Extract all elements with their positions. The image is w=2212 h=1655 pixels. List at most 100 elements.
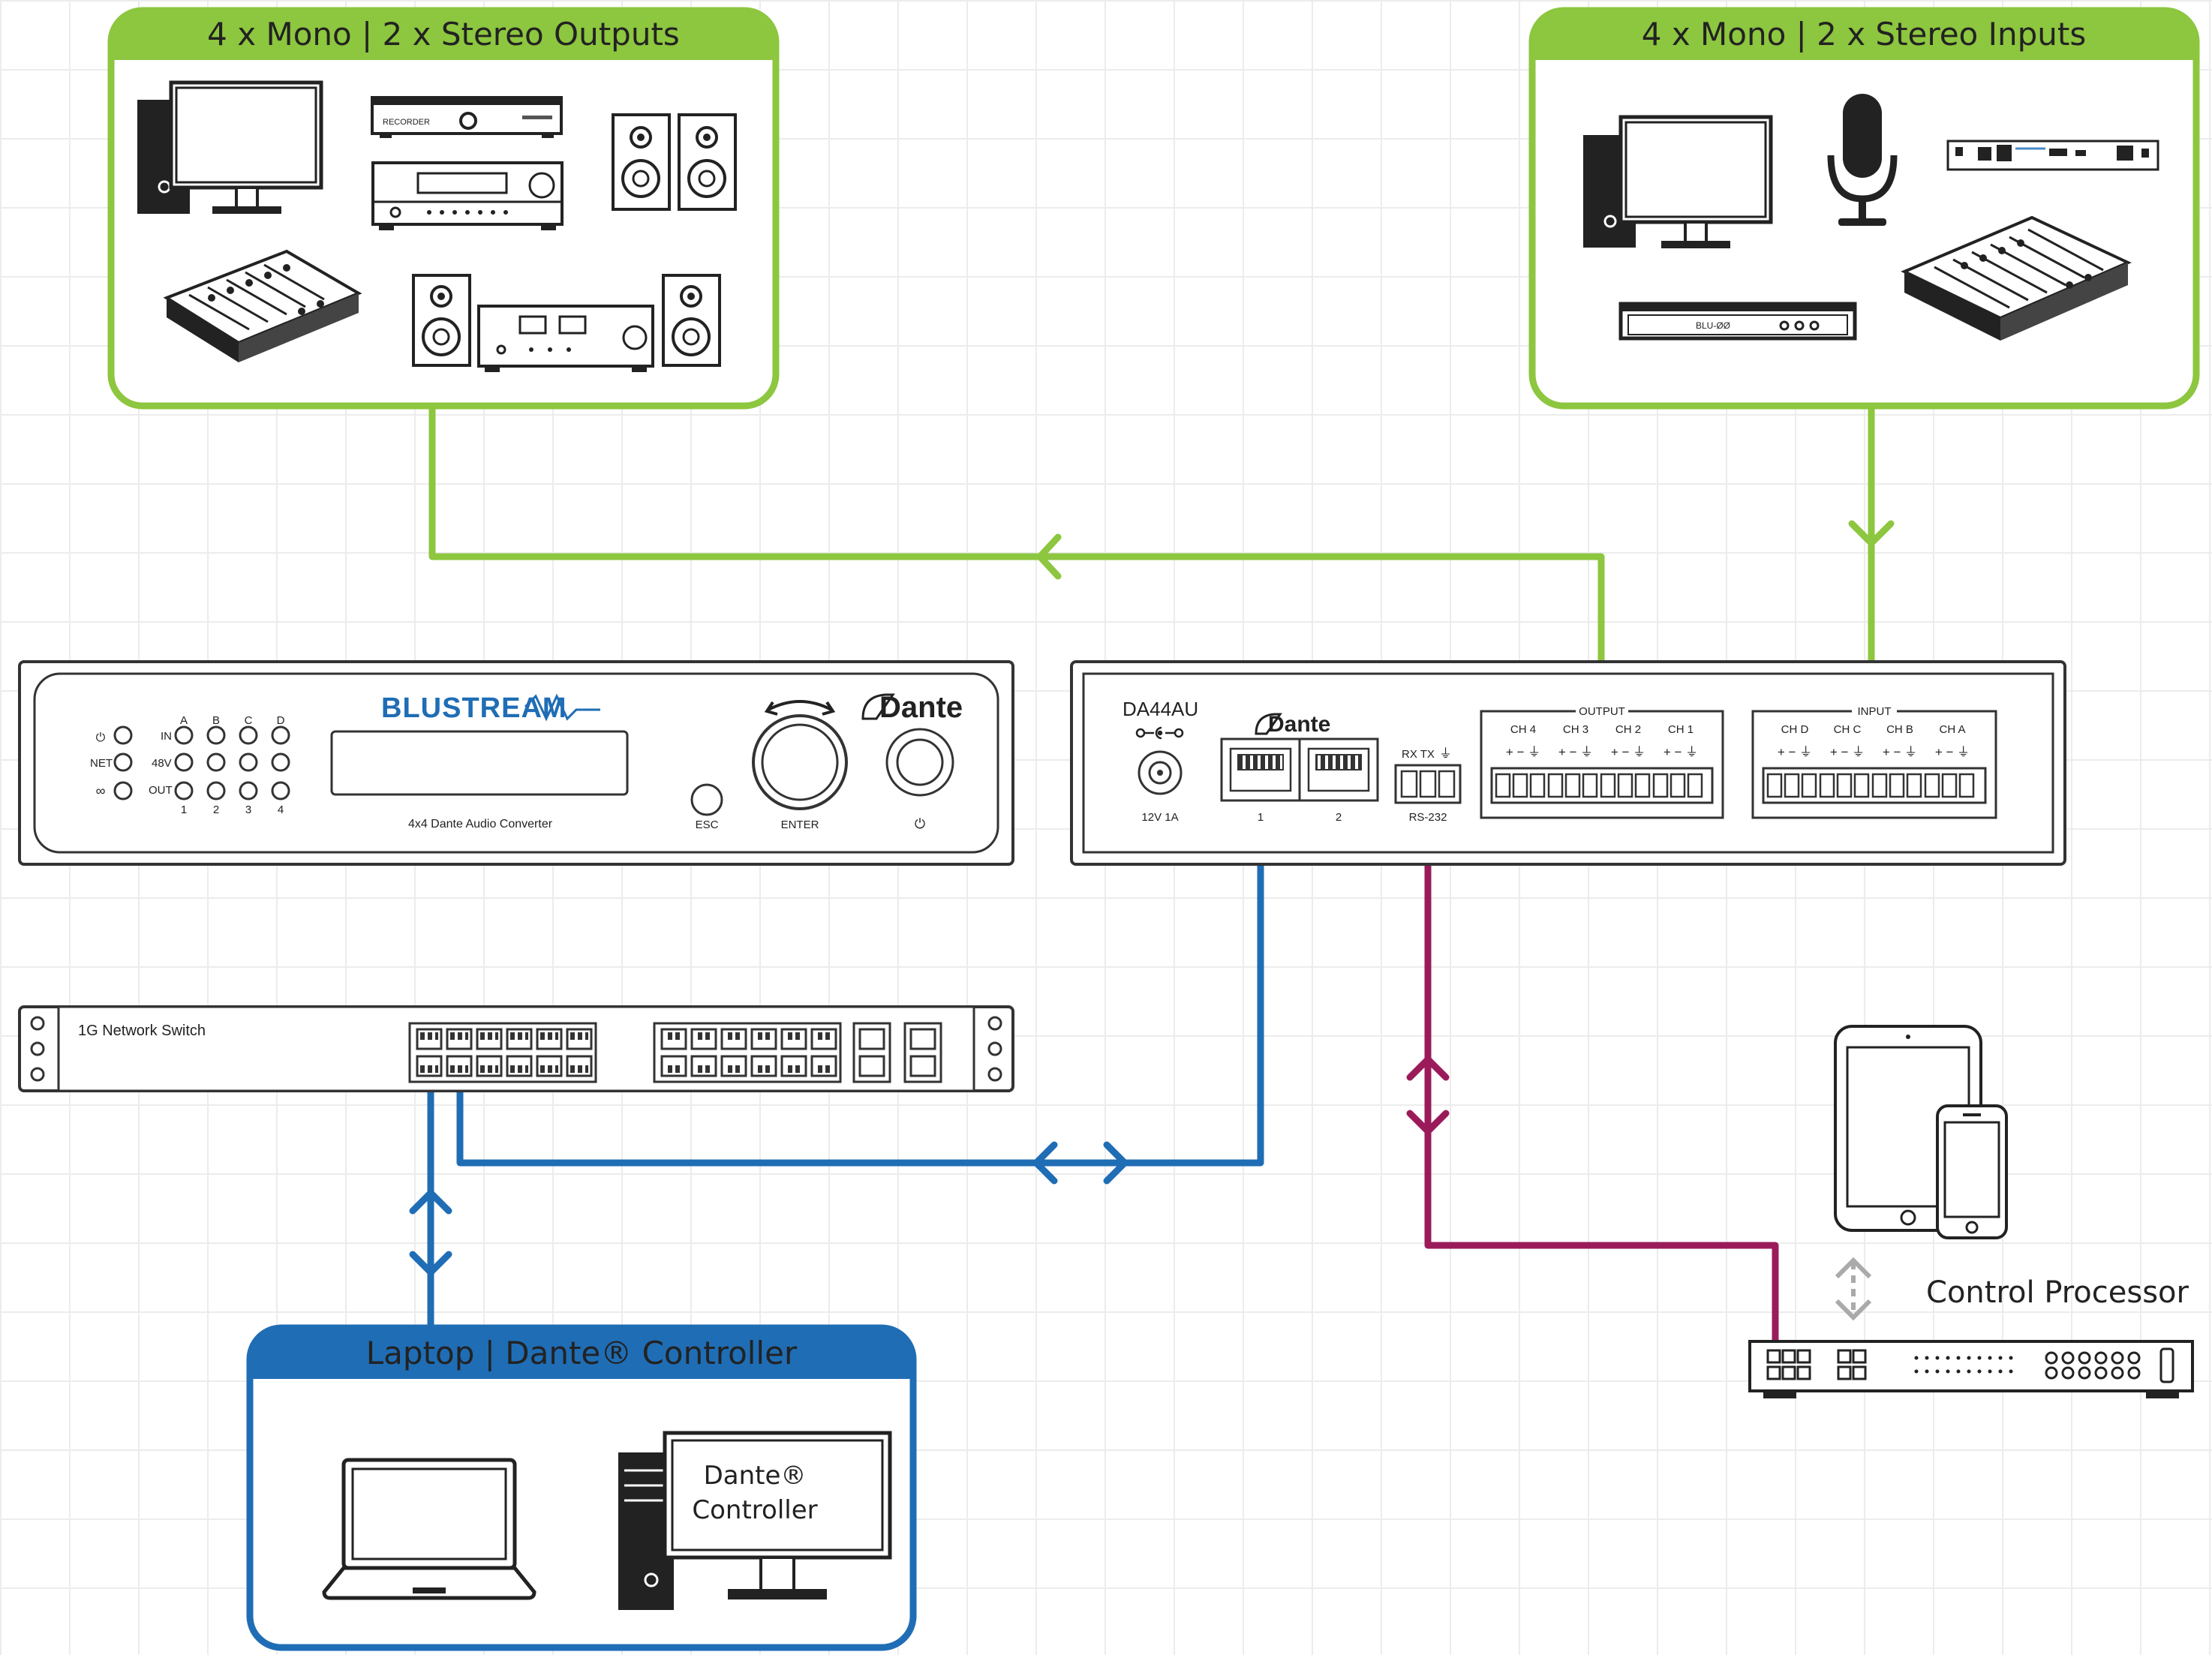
control-leds: [1914, 1356, 2013, 1374]
power-icon: ⏻: [915, 816, 925, 831]
number-4-label: 4: [278, 803, 284, 816]
svg-text:+ − ⏚: + − ⏚: [1506, 745, 1540, 759]
switch-uplink-ports[interactable]: [852, 1022, 942, 1083]
av-receiver-icon: [371, 161, 564, 230]
svg-text:+ − ⏚: + − ⏚: [1558, 745, 1593, 759]
net-label: NET: [90, 757, 113, 770]
enter-knob[interactable]: [752, 714, 848, 810]
speaker-left-icon: [412, 274, 471, 367]
pc-monitor-icon: [1583, 115, 1773, 248]
in-label: IN: [161, 730, 172, 743]
front-display: [330, 730, 629, 796]
number-1-label: 1: [181, 803, 187, 816]
input-chd-label: CH D: [1781, 723, 1809, 736]
control-processor-device: [1748, 1340, 2194, 1398]
output-ch2-label: CH 2: [1615, 723, 1641, 736]
output-ch4-label: CH 4: [1510, 723, 1536, 736]
switch-ports-group-2[interactable]: [653, 1022, 842, 1083]
laptop-group-title: Laptop | Dante® Controller: [366, 1335, 798, 1371]
recorder-icon: RECORDER: [371, 96, 563, 138]
green-output-line: [428, 406, 1605, 717]
output-polarity-labels: + − ⏚ + − ⏚ + − ⏚ + − ⏚: [1506, 745, 1698, 759]
power-led-icon: ⏻: [96, 725, 133, 745]
column-c-label: C: [245, 714, 253, 727]
column-b-label: B: [212, 714, 220, 727]
network-switch-device: 1G Network Switch: [18, 1005, 1014, 1092]
switch-ports-group-1[interactable]: [408, 1022, 597, 1083]
blustream-logo: BLUSTREAM: [381, 692, 567, 724]
switch-label: 1G Network Switch: [78, 1023, 206, 1039]
magenta-rs232-line: [1406, 841, 1779, 1341]
channel-led-grid: [174, 725, 290, 800]
link-led-icon: ∞: [96, 781, 133, 800]
mixer-icon: [163, 249, 362, 362]
dante-controller-pc-icon: [618, 1431, 892, 1610]
mixer-icon: [1901, 215, 2132, 341]
rs232-label: RS-232: [1409, 811, 1447, 824]
column-d-label: D: [277, 714, 285, 727]
blue-laptop-line: [409, 1073, 452, 1328]
svg-text:+ − ⏚: + − ⏚: [1778, 745, 1812, 759]
number-2-label: 2: [213, 803, 219, 816]
output-ch3-label: CH 3: [1563, 723, 1588, 736]
svg-text:+ − ⏚: + − ⏚: [1611, 745, 1645, 759]
svg-text:∞: ∞: [96, 783, 106, 798]
front-dante-logo: Dante: [879, 691, 963, 724]
rear-panel-device: DA44AU 12V 1A Dante 1 2 RX TX ⏚: [1070, 660, 2066, 866]
bluray-label: BLU-ØØ: [1696, 320, 1730, 331]
speaker-right-icon: [662, 274, 721, 367]
front-panel-device: ⏻ NET ∞ IN 48V OUT A B C D 1 2 3 4 BLUST…: [18, 660, 1014, 866]
column-a-label: A: [180, 714, 188, 727]
48v-label: 48V: [152, 757, 172, 770]
control-processor-label: Control Processor: [1926, 1275, 2189, 1310]
input-cha-label: CH A: [1939, 723, 1965, 736]
output-ch1-label: CH 1: [1668, 723, 1694, 736]
model-label: DA44AU: [1123, 698, 1198, 720]
control-slot: [2159, 1347, 2174, 1383]
input-block-label: INPUT: [1858, 705, 1892, 718]
rear-dante-logo: Dante: [1268, 712, 1330, 737]
speaker-pair-icon: [612, 113, 737, 211]
interface-device-icon: [1946, 140, 2159, 171]
port-1-label: 1: [1258, 811, 1264, 824]
enter-label: ENTER: [781, 818, 819, 831]
rxtx-label: RX TX: [1402, 748, 1435, 761]
port-2-label: 2: [1336, 811, 1342, 824]
control-ports-b[interactable]: [1837, 1349, 1867, 1380]
control-buttons[interactable]: [2045, 1351, 2141, 1380]
output-terminal[interactable]: [1490, 767, 1714, 804]
control-ports-a[interactable]: [1766, 1349, 1811, 1380]
power-rating: 12V 1A: [1141, 811, 1178, 824]
input-terminal[interactable]: [1762, 767, 1987, 804]
input-polarity-labels: + − ⏚ + − ⏚ + − ⏚ + − ⏚: [1778, 745, 1970, 759]
dante-logo-icon: [861, 693, 895, 720]
inputs-group-title: 4 x Mono | 2 x Stereo Inputs: [1642, 16, 2087, 53]
dante-controller-line1: Dante®: [704, 1461, 807, 1491]
output-block-label: OUTPUT: [1579, 705, 1625, 718]
blustream-wave-icon: [524, 693, 600, 722]
esc-label: ESC: [696, 818, 719, 831]
rs232-terminal[interactable]: [1394, 764, 1462, 804]
bluray-player-icon: BLU-ØØ: [1618, 302, 1857, 341]
dante-port-1[interactable]: [1220, 737, 1301, 802]
input-chc-label: CH C: [1834, 723, 1862, 736]
svg-text:+ − ⏚: + − ⏚: [1830, 745, 1865, 759]
microphone-icon: [1827, 94, 1898, 226]
svg-text:⏻: ⏻: [96, 731, 106, 744]
dante-controller-line2: Controller: [692, 1495, 817, 1525]
dc-power-jack[interactable]: [1138, 750, 1183, 795]
rotate-arrows-icon: [764, 700, 836, 716]
dante-port-2[interactable]: [1298, 737, 1379, 802]
esc-button[interactable]: [690, 783, 723, 816]
laptop-icon: [322, 1458, 536, 1600]
rear-dante-logo-icon: [1255, 713, 1282, 735]
front-subtitle: 4x4 Dante Audio Converter: [408, 818, 553, 831]
input-chb-label: CH B: [1886, 723, 1913, 736]
phone-icon: [1936, 1104, 2008, 1239]
control-link-arrow: [1835, 1257, 1872, 1321]
power-button[interactable]: [885, 728, 954, 797]
recorder-label: RECORDER: [383, 118, 430, 127]
out-label: OUT: [149, 784, 173, 797]
blue-dante-line: [456, 841, 1264, 1185]
